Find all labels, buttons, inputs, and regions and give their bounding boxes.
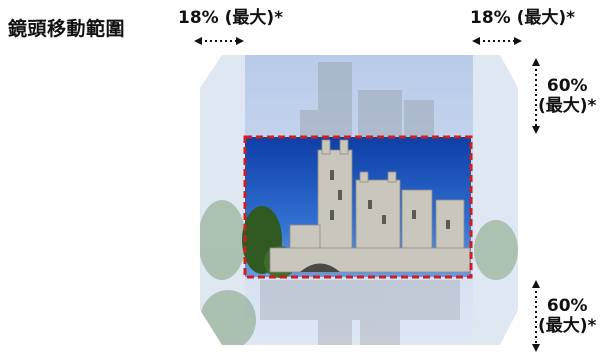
down-shift-label: 60% (最大)* <box>538 296 596 336</box>
main-frame-image <box>242 137 471 278</box>
side-trees-ghost <box>200 200 518 345</box>
up-shift-note: (最大)* <box>538 96 597 116</box>
up-shift-label: 60% (最大)* <box>538 76 596 116</box>
right-shift-label: 18% (最大)* <box>470 8 576 28</box>
upper-castle-ghost <box>300 62 434 142</box>
down-shift-arrow <box>532 280 540 352</box>
lower-castle-ghost <box>260 280 460 345</box>
extended-range-area <box>200 55 518 345</box>
up-shift-percent: 60% <box>546 76 588 96</box>
left-shift-label: 18% (最大)* <box>178 8 284 28</box>
down-shift-note: (最大)* <box>538 316 597 336</box>
diagram-title: 鏡頭移動範圍 <box>8 18 126 40</box>
right-shift-arrow <box>472 37 522 45</box>
frame-border <box>243 135 473 279</box>
left-shift-arrow <box>194 37 244 45</box>
up-shift-arrow <box>532 58 540 134</box>
down-shift-percent: 60% <box>546 296 588 316</box>
